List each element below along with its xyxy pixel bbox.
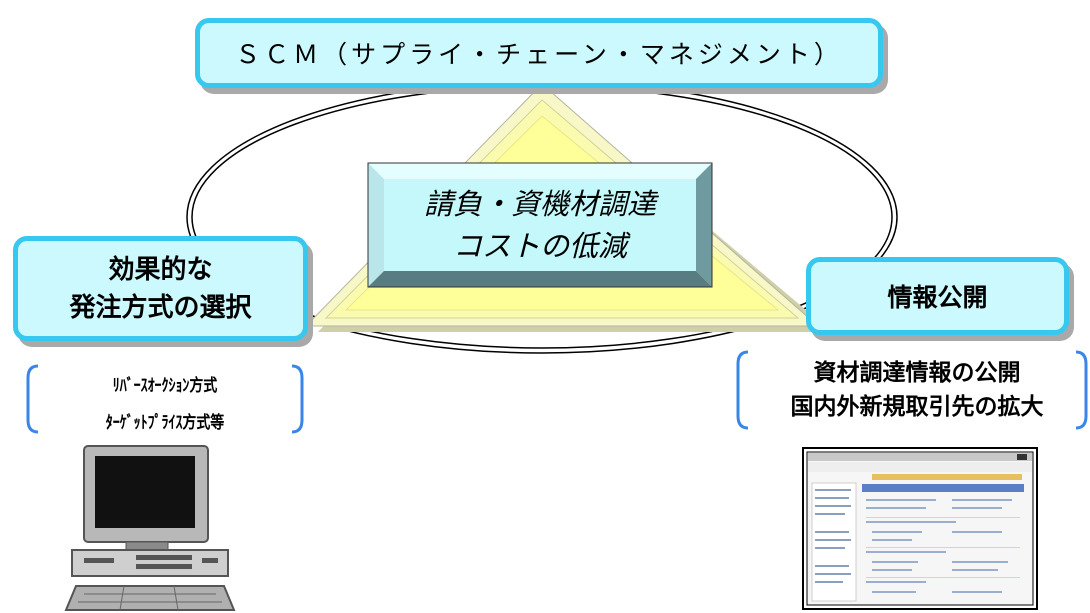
center-bevel-bottom: [368, 271, 712, 287]
left-note-1: ﾘﾊﾞｰｽｵｰｸｼｮﾝ方式: [112, 376, 218, 396]
right-notes: 資材調達情報の公開 国内外新規取引先の拡大: [742, 356, 1090, 424]
center-line-2: コストの低減: [452, 229, 627, 263]
center-line-1: 請負・資機材調達: [423, 187, 656, 221]
scm-title-box: ＳＣＭ（サプライ・チェーン・マネジメント）: [195, 18, 883, 88]
center-bevel-top: [368, 163, 712, 179]
ordering-method-box: 効果的な 発注方式の選択: [13, 236, 308, 341]
right-note-1: 資材調達情報の公開: [813, 360, 1021, 386]
left-bracket-open: [26, 364, 39, 434]
left-note-2: ﾀｰｹﾞｯﾄﾌﾟﾗｲｽ方式等: [105, 413, 225, 433]
left-box-line-1: 効果的な: [108, 254, 213, 285]
desktop-computer-icon: [64, 445, 236, 611]
right-bracket-open: [736, 350, 749, 430]
information-disclosure-box: 情報公開: [806, 257, 1069, 335]
left-notes: ﾘﾊﾞｰｽｵｰｸｼｮﾝ方式 ﾀｰｹﾞｯﾄﾌﾟﾗｲｽ方式等: [63, 368, 268, 442]
center-box-face: [384, 179, 696, 271]
right-note-2: 国内外新規取引先の拡大: [790, 394, 1044, 420]
center-bevel-left: [368, 163, 384, 287]
left-bracket-close: [291, 364, 304, 434]
scm-title: ＳＣＭ（サプライ・チェーン・マネジメント）: [235, 40, 843, 69]
center-bevel-right: [696, 163, 712, 287]
cost-reduction-box: 請負・資機材調達 コストの低減: [368, 163, 712, 287]
left-box-line-2: 発注方式の選択: [69, 292, 252, 323]
website-screenshot: [802, 447, 1038, 610]
center-frame-outline: [367, 162, 713, 288]
right-box-label: 情報公開: [887, 283, 988, 312]
right-bracket-close: [1075, 350, 1088, 430]
